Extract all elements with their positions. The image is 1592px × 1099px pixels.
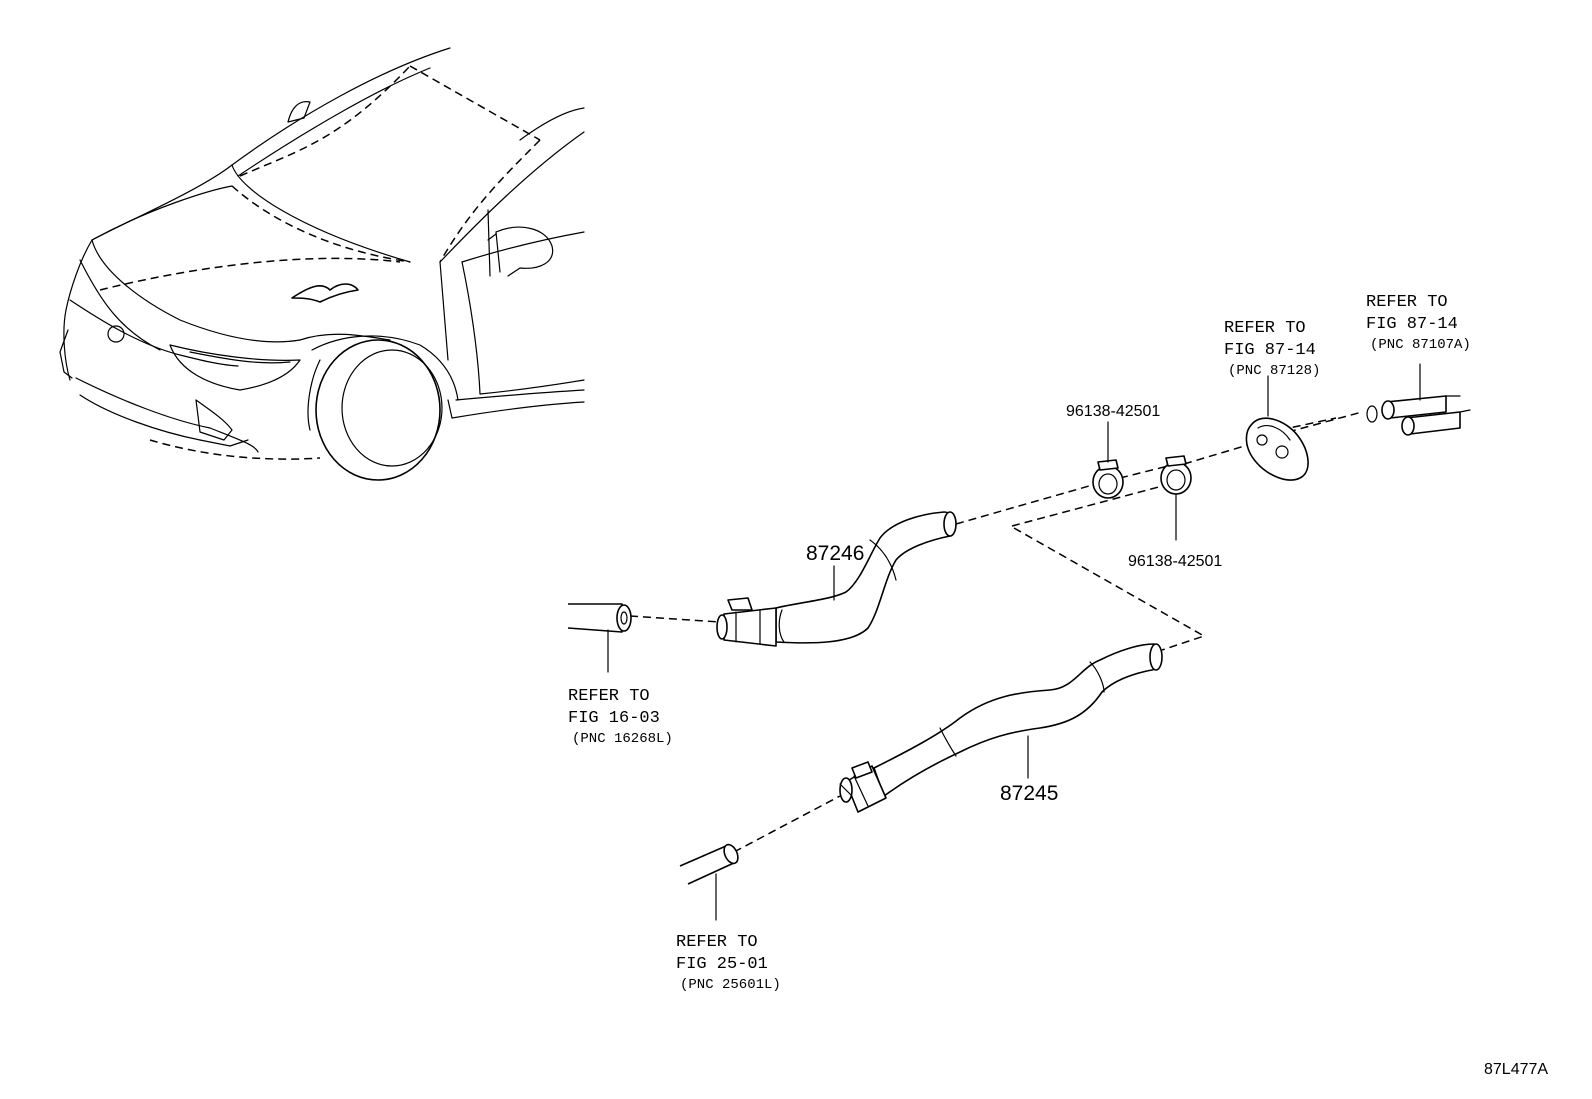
svg-text:(PNC 25601L): (PNC 25601L) — [680, 977, 781, 993]
svg-text:REFER TO: REFER TO — [1224, 319, 1306, 338]
connector-grommet-upper — [1279, 417, 1337, 431]
label-96138-42501-a[interactable]: 96138-42501 — [1066, 403, 1160, 420]
hose-87245[interactable] — [839, 643, 1163, 813]
clamp-96138-42501-b[interactable] — [1160, 455, 1192, 541]
grommet-87128 — [1245, 375, 1309, 481]
svg-text:(PNC 16268L): (PNC 16268L) — [572, 731, 673, 747]
clamp-96138-42501-a[interactable] — [1092, 421, 1124, 499]
figure-code: 87L477A — [1484, 1061, 1548, 1078]
svg-text:FIG 87-14: FIG 87-14 — [1366, 315, 1458, 334]
reference-fig-16-03[interactable]: REFER TO FIG 16-03 (PNC 16268L) — [568, 687, 673, 747]
svg-text:(PNC 87128): (PNC 87128) — [1228, 363, 1320, 379]
label-87246[interactable]: 87246 — [806, 542, 864, 565]
svg-text:FIG 16-03: FIG 16-03 — [568, 709, 660, 728]
hose-87246[interactable] — [716, 511, 957, 647]
connector-pipe-16-03-to-hose — [629, 615, 721, 623]
heater-pipe-87107a — [1366, 363, 1471, 436]
connector-clamp-to-grommet — [1119, 441, 1259, 479]
label-96138-42501-b[interactable]: 96138-42501 — [1128, 553, 1222, 570]
connector-hose-upper-to-clamp — [955, 483, 1097, 525]
reference-fig-87-14-87107a[interactable]: REFER TO FIG 87-14 (PNC 87107A) — [1366, 293, 1471, 353]
connector-cross-branch — [1013, 527, 1206, 651]
reference-fig-87-14-87128[interactable]: REFER TO FIG 87-14 (PNC 87128) — [1224, 319, 1320, 379]
svg-text:REFER TO: REFER TO — [1366, 293, 1448, 312]
reference-fig-25-01[interactable]: REFER TO FIG 25-01 (PNC 25601L) — [676, 933, 781, 993]
connector-grommet-to-heater-pipe — [1287, 411, 1363, 433]
svg-text:FIG 87-14: FIG 87-14 — [1224, 341, 1316, 360]
car-illustration — [59, 47, 585, 481]
connector-pipe-25-01-to-hose — [733, 795, 841, 853]
svg-text:REFER TO: REFER TO — [676, 933, 758, 952]
connector-lower-branch — [1011, 483, 1171, 527]
svg-text:FIG 25-01: FIG 25-01 — [676, 955, 768, 974]
part-number-labels: 87246 87245 96138-42501 96138-42501 — [806, 403, 1222, 805]
connector-lines — [629, 411, 1363, 853]
pipe-fig-25-01 — [679, 843, 739, 921]
svg-text:REFER TO: REFER TO — [568, 687, 650, 706]
pipe-fig-16-03 — [567, 603, 632, 673]
svg-text:(PNC 87107A): (PNC 87107A) — [1370, 337, 1471, 353]
label-87245[interactable]: 87245 — [1000, 782, 1058, 805]
